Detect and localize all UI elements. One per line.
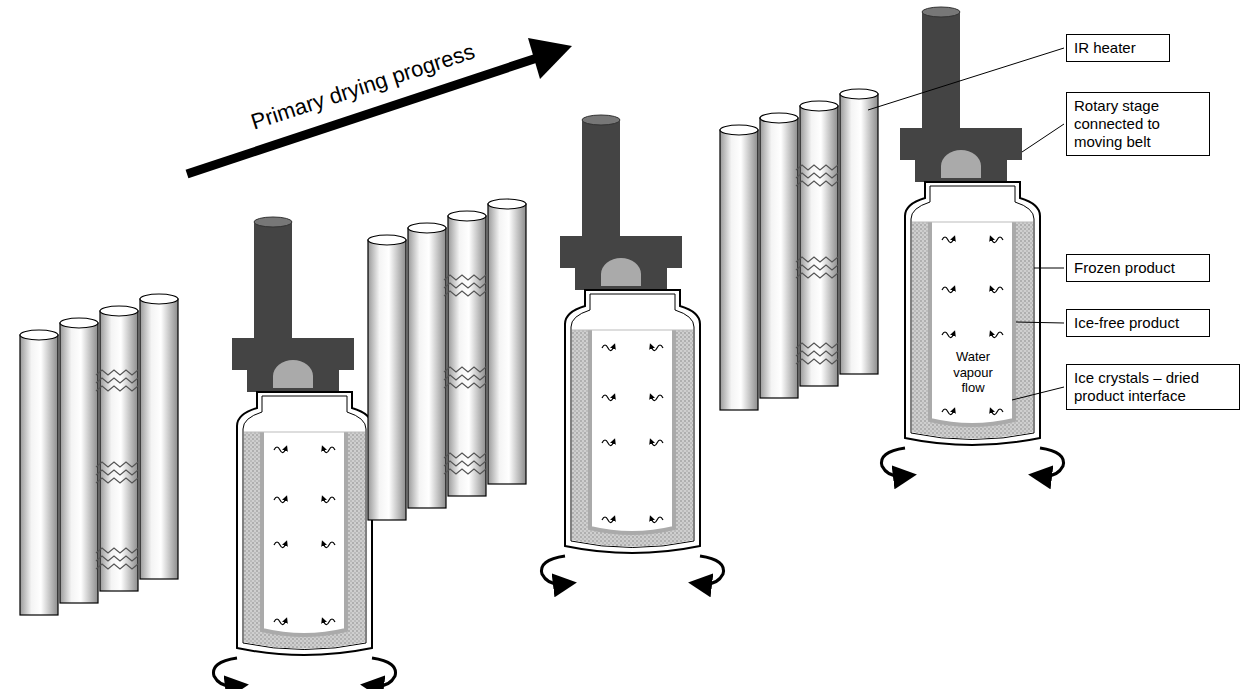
callout-box: Frozen product [1066,254,1210,282]
callout-text: Ice-free product [1074,314,1202,332]
callout-box: Rotary stage connected to moving belt [1066,92,1210,156]
callout-box: Ice-free product [1066,309,1210,337]
leader-line [868,48,1064,110]
callout-text: IR heater [1074,39,1162,57]
callout-box: Ice crystals – dried product interface [1066,364,1240,410]
callout-box: IR heater [1066,34,1170,62]
leader-line [1012,387,1064,400]
leader-line [1022,124,1064,152]
callout-text: Rotary stage connected to moving belt [1074,97,1202,151]
leader-line [1034,268,1064,269]
leader-line [1016,322,1064,323]
callout-text: Ice crystals – dried product interface [1074,369,1232,405]
callout-text: Frozen product [1074,259,1202,277]
flow-label: Water vapour flow [947,349,999,396]
